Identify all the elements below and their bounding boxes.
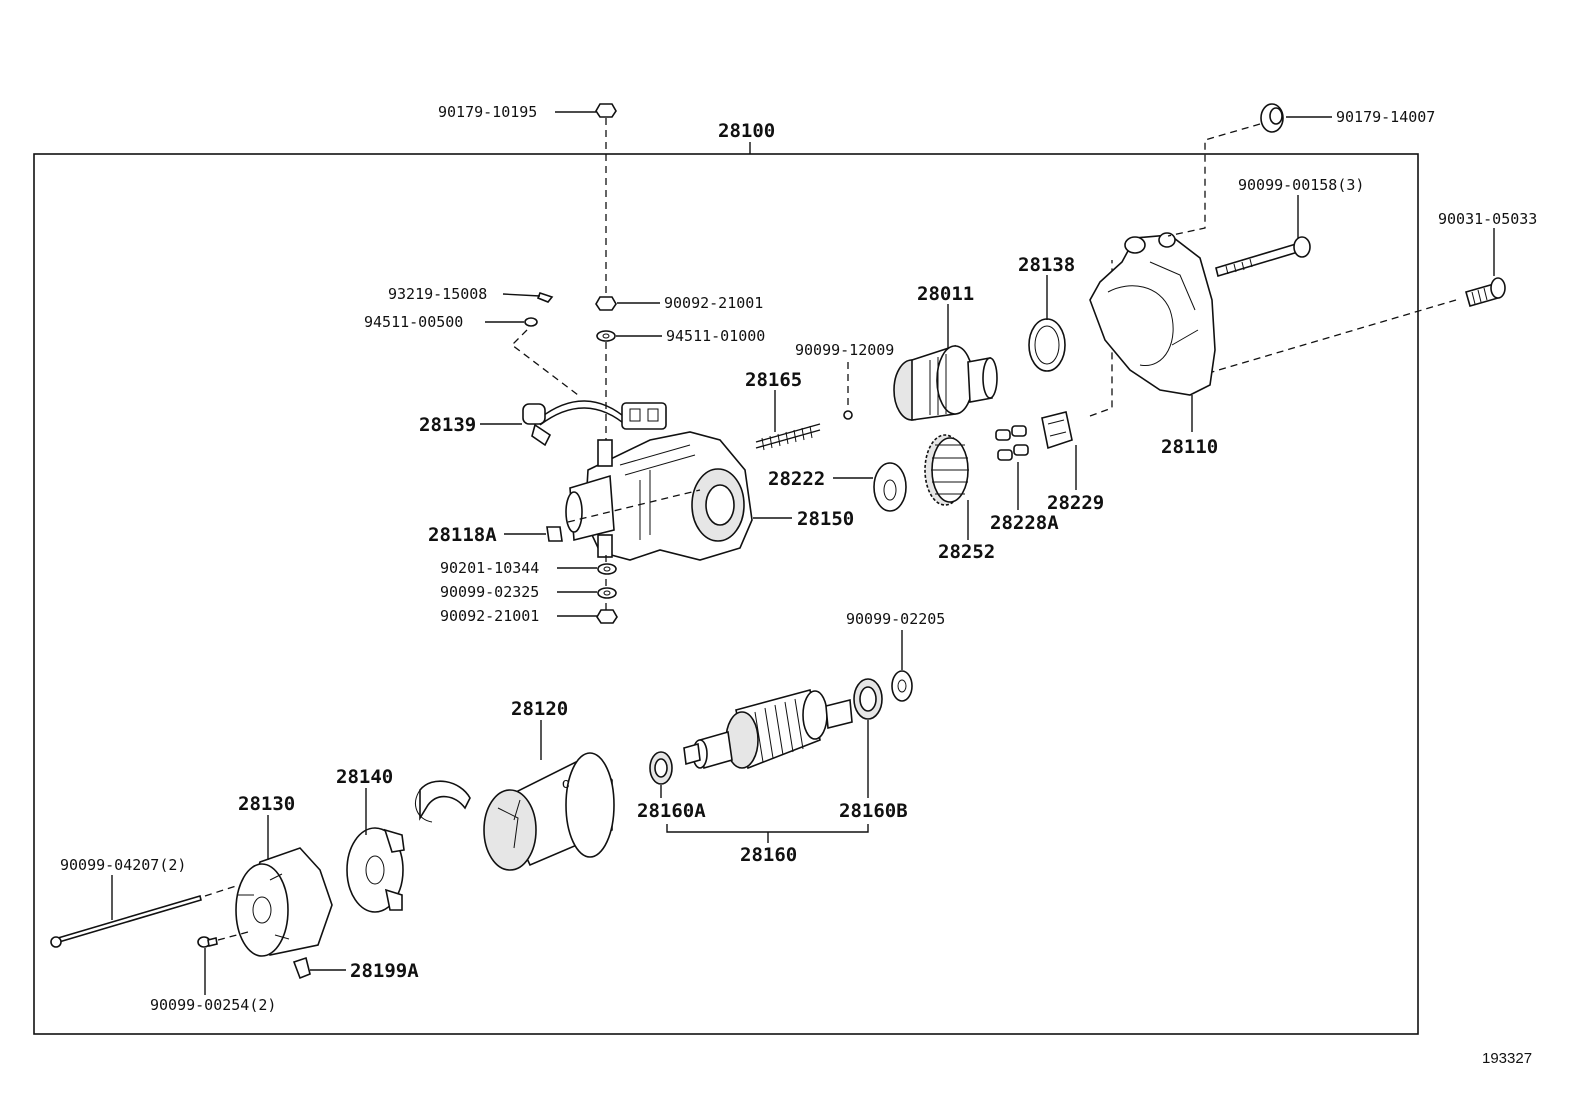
washer-94511-01000-icon	[596, 330, 616, 342]
solenoid-housing-28150-icon	[565, 431, 753, 561]
nut-90179-14007-icon	[1260, 103, 1284, 133]
washer-90099-02205-icon	[891, 670, 913, 702]
bearing-28160B-icon	[853, 678, 883, 720]
callout-90099-02205: 90099-02205	[846, 610, 945, 628]
nut-90179-10195-icon	[595, 103, 617, 118]
callout-90179-10195: 90179-10195	[438, 103, 537, 121]
screw-90099-00254-icon	[197, 936, 218, 948]
callout-93219-15008: 93219-15008	[388, 285, 487, 303]
callout-90099-04207: 90099-04207(2)	[60, 856, 186, 874]
callout-90099-12009: 90099-12009	[795, 341, 894, 359]
callout-28120: 28120	[511, 698, 568, 720]
washer-94511-00500-icon	[524, 317, 538, 327]
washer-90201-10344-icon	[597, 563, 617, 575]
callout-28110: 28110	[1161, 436, 1218, 458]
callout-90031-05033: 90031-05033	[1438, 210, 1537, 228]
callout-28199A: 28199A	[350, 960, 419, 982]
through-bolt-90099-04207-icon	[50, 894, 202, 948]
callout-94511-01000: 94511-01000	[666, 327, 765, 345]
callout-28252: 28252	[938, 541, 995, 563]
callout-90099-00254: 90099-00254(2)	[150, 996, 276, 1014]
nut-90092-21001-bottom-icon	[596, 609, 618, 624]
callout-28140: 28140	[336, 766, 393, 788]
yoke-28120-icon: c	[415, 752, 615, 871]
callout-28138: 28138	[1018, 254, 1075, 276]
ball-90099-12009-icon	[843, 410, 853, 420]
screw-93219-15008-icon	[536, 292, 554, 303]
callout-90092-21001-top: 90092-21001	[664, 294, 763, 312]
bearing-28160A-icon	[649, 751, 673, 785]
rollers-28228A-icon	[995, 425, 1029, 461]
armature-icon	[683, 689, 853, 770]
starter-clutch-28011-icon	[893, 344, 998, 421]
bolt-90099-00158-icon	[1215, 236, 1311, 278]
callout-90092-21001-bottom: 90092-21001	[440, 607, 539, 625]
callout-28150: 28150	[797, 508, 854, 530]
callout-94511-00500: 94511-00500	[364, 313, 463, 331]
assembly-part-number: 28100	[718, 120, 775, 142]
nut-90092-21001-top-icon	[595, 296, 617, 311]
starter-housing-28110-icon	[1089, 232, 1216, 396]
yoke-mark: c	[562, 775, 570, 792]
spring-28165-icon	[755, 423, 821, 451]
figure-id: 193327	[1482, 1050, 1532, 1067]
callout-90201-10344: 90201-10344	[440, 559, 539, 577]
callout-90099-00158: 90099-00158(3)	[1238, 176, 1364, 194]
callout-28139: 28139	[419, 414, 476, 436]
seal-28118A-icon	[546, 526, 563, 542]
lead-wire-28139-icon	[522, 400, 667, 447]
callout-28130: 28130	[238, 793, 295, 815]
callout-90099-02325: 90099-02325	[440, 583, 539, 601]
brush-holder-28140-icon	[346, 827, 405, 913]
callout-28228A: 28228A	[990, 512, 1059, 534]
callout-28222: 28222	[768, 468, 825, 490]
callout-28118A: 28118A	[428, 524, 497, 546]
end-frame-28130-icon	[235, 847, 333, 957]
callout-28160A: 28160A	[637, 800, 706, 822]
idler-gear-28252-icon	[924, 434, 969, 506]
washer-28222-icon	[873, 462, 907, 512]
callout-28229: 28229	[1047, 492, 1104, 514]
washer-90099-02325-icon	[597, 587, 617, 599]
seal-ring-28138-icon	[1028, 318, 1066, 372]
callout-28160B: 28160B	[839, 800, 908, 822]
callout-90179-14007: 90179-14007	[1336, 108, 1435, 126]
callout-28011: 28011	[917, 283, 974, 305]
retainer-28229-icon	[1041, 411, 1073, 450]
callout-28160: 28160	[740, 844, 797, 866]
assembly-frame	[33, 153, 1419, 1035]
grommet-28199A-icon	[292, 956, 311, 980]
callout-28165: 28165	[745, 369, 802, 391]
stud-90031-05033-icon	[1465, 277, 1506, 307]
